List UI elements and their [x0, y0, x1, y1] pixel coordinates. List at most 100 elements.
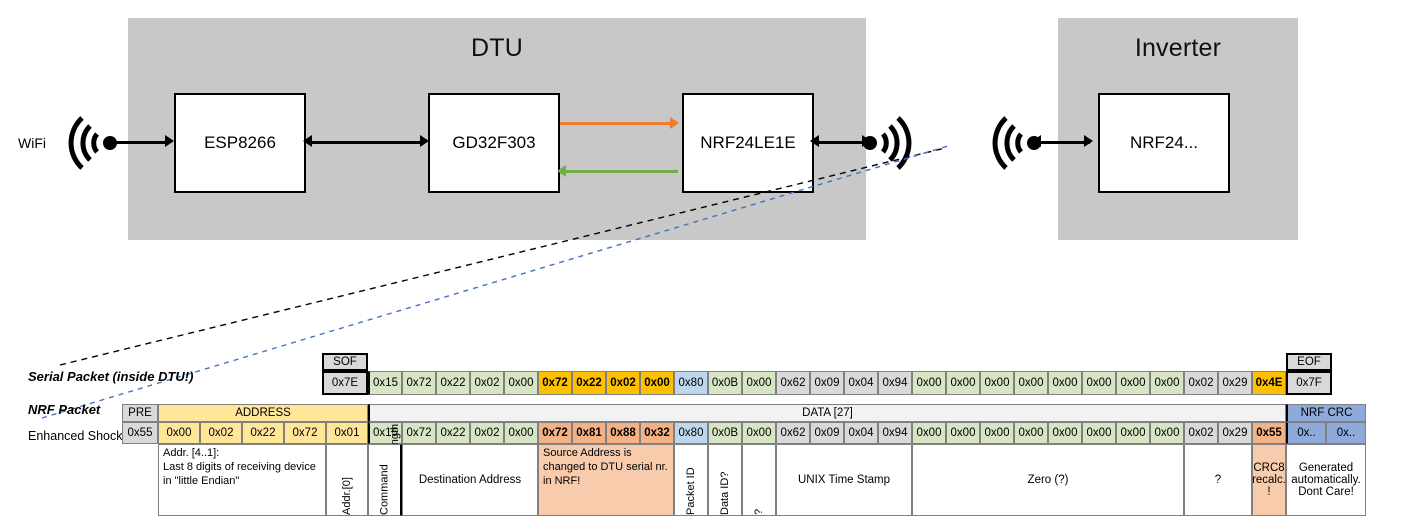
- nrf-byte-4: 0x00: [504, 422, 538, 444]
- desc-unknown-2: ?: [1184, 444, 1252, 516]
- nrf-byte-0: 0x15: [368, 422, 402, 444]
- arrow-wifi-esp-head: [165, 135, 174, 147]
- desc-command: Command: [368, 444, 402, 516]
- serial-sof-header: SOF: [322, 353, 368, 371]
- dtu-title: DTU: [471, 34, 523, 62]
- nrf-crc-header: NRF CRC: [1286, 404, 1366, 422]
- arrow-inverter-antenna-head-right: [1084, 135, 1093, 147]
- wifi-label: WiFi: [18, 135, 46, 151]
- nrf-crc-value-1: 0x..: [1326, 422, 1366, 444]
- chip-nrf24-label: NRF24...: [1129, 133, 1199, 152]
- serial-byte-5: 0x72: [538, 371, 572, 395]
- serial-byte-0: 0x15: [368, 371, 402, 395]
- serial-byte-18: 0x00: [980, 371, 1014, 395]
- desc-source: Source Address is changed to DTU serial …: [538, 444, 674, 516]
- serial-byte-22: 0x00: [1116, 371, 1150, 395]
- nrf-byte-26: 0x55: [1252, 422, 1286, 444]
- arrow-inverter-antenna-head-left: [1032, 135, 1041, 147]
- chip-esp8266[interactable]: ESP8266: [174, 93, 306, 193]
- nrf-byte-14: 0x04: [844, 422, 878, 444]
- nrf-crc-value-0: 0x..: [1286, 422, 1326, 444]
- nrf-byte-18: 0x00: [980, 422, 1014, 444]
- nrf-byte-16: 0x00: [912, 422, 946, 444]
- desc-addr0: Addr.[0]: [326, 444, 368, 516]
- serial-byte-12: 0x62: [776, 371, 810, 395]
- desc-packet-id: Packet ID: [674, 444, 708, 516]
- serial-byte-11: 0x00: [742, 371, 776, 395]
- nrf-byte-17: 0x00: [946, 422, 980, 444]
- serial-byte-3: 0x02: [470, 371, 504, 395]
- serial-byte-4: 0x00: [504, 371, 538, 395]
- nrf-byte-2: 0x22: [436, 422, 470, 444]
- chip-gd32f303-label: GD32F303: [452, 133, 536, 152]
- serial-byte-21: 0x00: [1082, 371, 1116, 395]
- antenna-wifi-icon: [68, 116, 117, 170]
- serial-byte-23: 0x00: [1150, 371, 1184, 395]
- nrf-byte-7: 0x88: [606, 422, 640, 444]
- serial-eof-value: 0x7F: [1286, 371, 1332, 395]
- serial-byte-24: 0x02: [1184, 371, 1218, 395]
- serial-byte-7: 0x02: [606, 371, 640, 395]
- desc-destination: Destination Address: [402, 444, 538, 516]
- serial-byte-6: 0x22: [572, 371, 606, 395]
- nrf-byte-21: 0x00: [1082, 422, 1116, 444]
- serial-packet-row-label: Serial Packet (inside DTU!): [28, 369, 194, 384]
- desc-unix-timestamp: UNIX Time Stamp: [776, 444, 912, 516]
- packet-tables: Serial Packet (inside DTU!) NRF Packet E…: [0, 340, 1406, 523]
- nrf-byte-5: 0x72: [538, 422, 572, 444]
- chip-gd32f303[interactable]: GD32F303: [428, 93, 560, 193]
- arrow-nrf-gd-rx-head: [557, 165, 566, 177]
- arrow-gd-nrf-tx-head: [670, 117, 679, 129]
- desc-nrf-crc-note: Generated automatically. Dont Care!: [1286, 444, 1366, 516]
- nrf-byte-20: 0x00: [1048, 422, 1082, 444]
- serial-byte-17: 0x00: [946, 371, 980, 395]
- chip-nrf24le1e[interactable]: NRF24LE1E: [682, 93, 814, 193]
- serial-byte-2: 0x22: [436, 371, 470, 395]
- nrf-byte-12: 0x62: [776, 422, 810, 444]
- nrf-byte-3: 0x02: [470, 422, 504, 444]
- nrf-address-byte-1: 0x02: [200, 422, 242, 444]
- serial-eof-header: EOF: [1286, 353, 1332, 371]
- arrow-gd-nrf-tx: [560, 122, 672, 125]
- nrf-byte-11: 0x00: [742, 422, 776, 444]
- nrf-byte-19: 0x00: [1014, 422, 1048, 444]
- nrf-byte-13: 0x09: [810, 422, 844, 444]
- inverter-title: Inverter: [1134, 34, 1222, 62]
- arrow-wifi-esp: [112, 141, 166, 144]
- arrow-nrf-gd-rx: [566, 170, 678, 173]
- arrow-nrf-antenna: [816, 141, 868, 144]
- nrf-address-byte-3: 0x72: [284, 422, 326, 444]
- serial-byte-19: 0x00: [1014, 371, 1048, 395]
- desc-data-id: Data ID?: [708, 444, 742, 516]
- nrf-byte-8: 0x32: [640, 422, 674, 444]
- nrf-pre-header: PRE: [122, 404, 158, 422]
- nrf-byte-15: 0x94: [878, 422, 912, 444]
- serial-sof-value: 0x7E: [322, 371, 368, 395]
- block-diagram: DTU Inverter ESP8266 GD32F303 NRF24LE1E …: [18, 18, 1298, 240]
- arrow-nrf-antenna-head-right: [862, 135, 871, 147]
- nrf-byte-24: 0x02: [1184, 422, 1218, 444]
- serial-byte-8: 0x00: [640, 371, 674, 395]
- chip-esp8266-label: ESP8266: [204, 133, 276, 152]
- nrf-address-byte-2: 0x22: [242, 422, 284, 444]
- serial-byte-25: 0x29: [1218, 371, 1252, 395]
- desc-unknown-1: ?: [742, 444, 776, 516]
- chip-nrf24le1e-label: NRF24LE1E: [700, 133, 796, 152]
- chip-nrf24[interactable]: NRF24...: [1098, 93, 1230, 193]
- nrf-address-byte-4: 0x01: [326, 422, 368, 444]
- arrow-esp-gd-head-left: [303, 135, 312, 147]
- nrf-pre-value: 0x55: [122, 422, 158, 444]
- nrf-byte-25: 0x29: [1218, 422, 1252, 444]
- nrf-packet-row-label: NRF Packet: [28, 402, 101, 417]
- serial-byte-1: 0x72: [402, 371, 436, 395]
- nrf-byte-6: 0x81: [572, 422, 606, 444]
- enhanced-shockburst-label: Enhanced Shockburst: [28, 429, 151, 443]
- serial-byte-13: 0x09: [810, 371, 844, 395]
- serial-byte-15: 0x94: [878, 371, 912, 395]
- nrf-byte-9: 0x80: [674, 422, 708, 444]
- arrow-esp-gd: [310, 141, 422, 144]
- serial-byte-20: 0x00: [1048, 371, 1082, 395]
- serial-byte-16: 0x00: [912, 371, 946, 395]
- arrow-nrf-antenna-head-left: [810, 135, 819, 147]
- arrow-esp-gd-head-right: [420, 135, 429, 147]
